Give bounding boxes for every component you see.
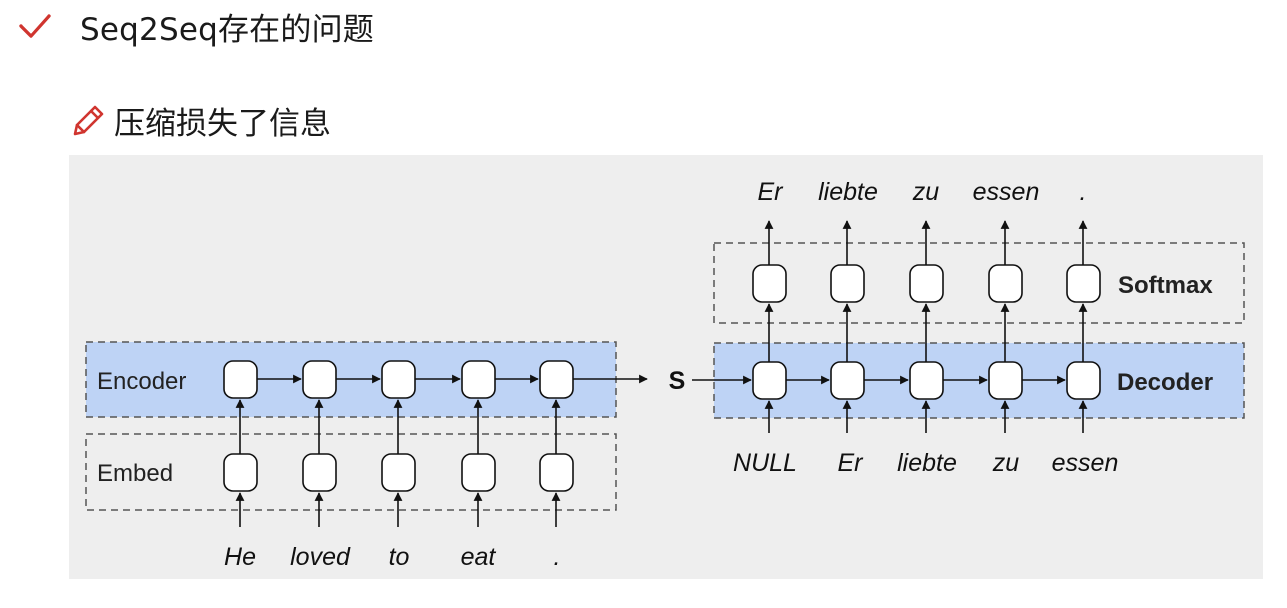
decoder-cell xyxy=(752,361,787,400)
softmax-cell xyxy=(830,264,865,303)
decoder-cell xyxy=(1066,361,1101,400)
section-title: Seq2Seq存在的问题 xyxy=(80,11,374,48)
softmax-cell xyxy=(752,264,787,303)
decoder-input-word: essen xyxy=(1052,449,1119,477)
decoder-cells xyxy=(752,361,1101,400)
encoder-cell xyxy=(223,360,258,399)
input-to-embed-arrows xyxy=(235,492,561,527)
embed-band xyxy=(85,433,617,511)
input-word: . xyxy=(554,543,561,571)
softmax-to-output-arrows xyxy=(764,220,1088,265)
input-word: to xyxy=(389,543,410,571)
output-words: Er liebte zu essen . xyxy=(758,178,1087,206)
output-word: . xyxy=(1080,178,1087,206)
decoder-cell xyxy=(909,361,944,400)
embed-to-encoder-arrows xyxy=(235,399,561,454)
input-words: He loved to eat . xyxy=(224,543,560,571)
decoder-input-words: NULL Er liebte zu essen xyxy=(733,449,1118,477)
softmax-label: Softmax xyxy=(1118,272,1213,299)
encoder-cell xyxy=(381,360,416,399)
softmax-cell xyxy=(1066,264,1101,303)
encoder-cell xyxy=(461,360,496,399)
decoder-cell xyxy=(988,361,1023,400)
decoder-input-word: zu xyxy=(992,449,1020,477)
check-icon xyxy=(19,14,51,38)
embed-cell xyxy=(223,453,258,492)
embed-label: Embed xyxy=(97,460,173,487)
decoder-to-softmax-arrows xyxy=(764,303,1088,362)
section-heading: Seq2Seq存在的问题 xyxy=(18,4,374,48)
decoder-input-arrows xyxy=(764,400,1088,433)
seq2seq-diagram: Encoder Embed Softmax Decoder xyxy=(85,178,1245,571)
input-word: loved xyxy=(290,543,351,571)
decoder-label: Decoder xyxy=(1117,369,1213,396)
encoder-label: Encoder xyxy=(97,368,186,395)
embed-cell xyxy=(302,453,337,492)
decoder-input-word: liebte xyxy=(897,449,957,477)
input-word: He xyxy=(224,543,256,571)
embed-cell xyxy=(381,453,416,492)
output-word: essen xyxy=(973,178,1040,206)
encoder-cell xyxy=(539,360,574,399)
output-word: Er xyxy=(758,178,785,206)
encoder-cells xyxy=(223,360,574,399)
subsection-heading: 压缩损失了信息 xyxy=(70,98,331,142)
softmax-cells xyxy=(752,264,1101,303)
softmax-cell xyxy=(988,264,1023,303)
encoder-cell xyxy=(302,360,337,399)
decoder-cell xyxy=(830,361,865,400)
seq2seq-figure: Encoder Embed Softmax Decoder xyxy=(69,155,1263,579)
softmax-cell xyxy=(909,264,944,303)
decoder-input-word: Er xyxy=(838,449,865,477)
decoder-input-word: NULL xyxy=(733,449,797,477)
output-word: zu xyxy=(912,178,940,206)
embed-cell xyxy=(539,453,574,492)
output-word: liebte xyxy=(818,178,878,206)
subsection-title: 压缩损失了信息 xyxy=(114,105,331,142)
pencil-icon xyxy=(73,105,104,136)
state-label: S xyxy=(669,367,686,395)
embed-cell xyxy=(461,453,496,492)
embed-cells xyxy=(223,453,574,492)
softmax-band xyxy=(713,242,1245,324)
input-word: eat xyxy=(461,543,497,571)
